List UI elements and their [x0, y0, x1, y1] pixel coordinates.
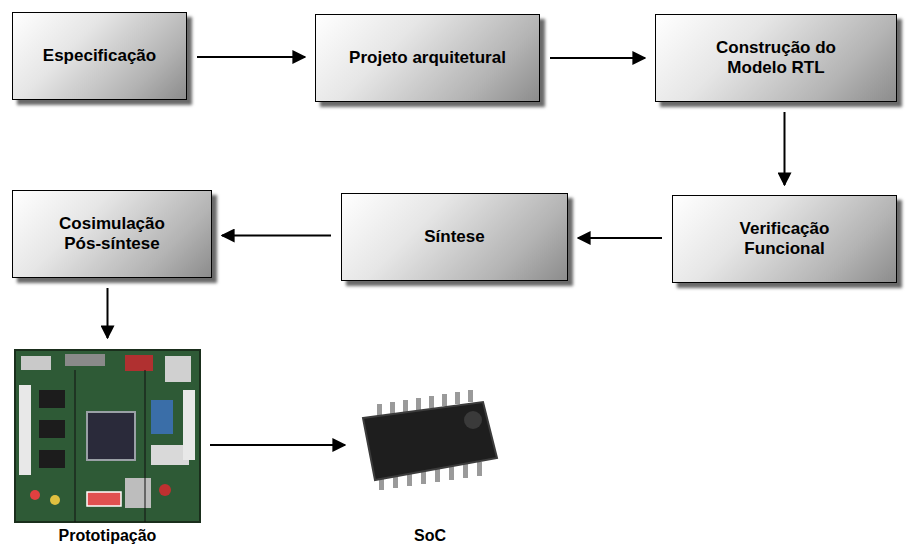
- pin: [468, 390, 473, 402]
- picture-node: Prototipação: [15, 348, 200, 547]
- node-label: Projeto arquitetural: [349, 48, 506, 68]
- chip-mark: [464, 411, 482, 429]
- node-label: Verificação Funcional: [720, 219, 850, 260]
- connector: [21, 356, 51, 370]
- process-box: Projeto arquitetural: [315, 14, 540, 102]
- flow-arrow: [210, 444, 345, 446]
- flow-arrow: [197, 56, 305, 58]
- pin-header: [183, 390, 195, 460]
- process-box: Construção do Modelo RTL: [655, 14, 897, 102]
- node-label: Síntese: [424, 227, 484, 247]
- pin: [442, 394, 447, 406]
- led: [50, 495, 60, 505]
- connector: [165, 356, 191, 382]
- pin: [455, 392, 460, 404]
- led: [30, 490, 40, 500]
- pin: [390, 402, 395, 414]
- prototype-board: [15, 350, 200, 522]
- picture-node: SoC: [355, 395, 505, 547]
- pin: [429, 396, 434, 408]
- pin: [403, 400, 408, 412]
- trace: [75, 370, 76, 522]
- pin-header: [19, 385, 31, 475]
- node-label: Especificação: [43, 46, 156, 66]
- ic: [151, 400, 173, 434]
- fpga-chip: [87, 412, 135, 460]
- pin: [449, 466, 454, 480]
- process-box: Síntese: [341, 193, 568, 281]
- dip-switch: [87, 492, 121, 506]
- node-label: Cosimulação Pós-síntese: [42, 214, 182, 255]
- flow-arrow: [107, 288, 109, 338]
- connector: [65, 354, 105, 366]
- ic: [39, 420, 65, 438]
- flow-arrow: [550, 57, 645, 59]
- trace: [145, 370, 146, 522]
- flow-arrow: [578, 237, 662, 239]
- ic: [39, 390, 65, 408]
- pin: [435, 468, 440, 482]
- soc-chip: [363, 390, 497, 490]
- pin: [377, 404, 382, 416]
- connector: [125, 355, 153, 371]
- node-label: SoC: [414, 526, 446, 547]
- pin: [416, 398, 421, 410]
- node-label: Construção do Modelo RTL: [701, 38, 851, 79]
- process-box: Verificação Funcional: [672, 195, 897, 283]
- flow-arrow: [222, 235, 331, 237]
- pin: [477, 462, 482, 476]
- button: [159, 484, 171, 496]
- process-box: Cosimulação Pós-síntese: [12, 190, 212, 278]
- node-label: Prototipação: [59, 526, 157, 547]
- process-box: Especificação: [12, 12, 187, 100]
- ic: [39, 450, 65, 468]
- pin: [463, 464, 468, 478]
- flow-arrow: [784, 112, 786, 185]
- connector: [125, 478, 151, 508]
- chip-body: [363, 402, 497, 480]
- pcb: [15, 350, 200, 522]
